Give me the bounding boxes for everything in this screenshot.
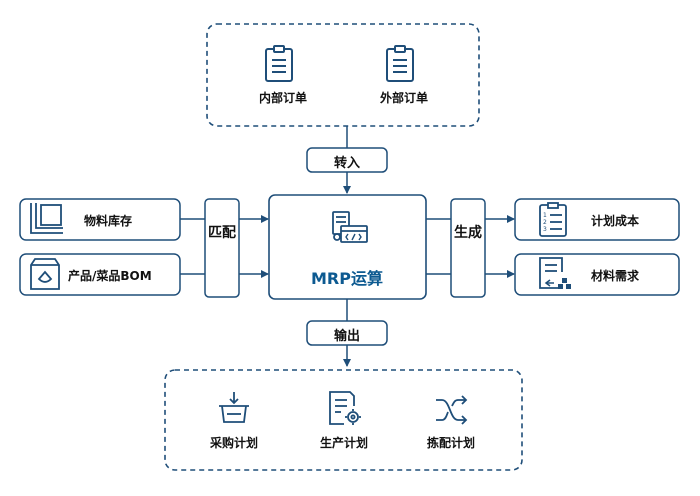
basket-icon: [219, 392, 249, 423]
document-gear-icon: [329, 391, 361, 425]
svg-text:3: 3: [543, 226, 547, 233]
material-demand-label: 材料需求: [591, 269, 640, 283]
inventory-label: 物料库存: [84, 214, 133, 228]
svg-text:1: 1: [543, 212, 547, 219]
bom-label: 产品/菜品BOM: [68, 269, 152, 283]
clipboard-icon: [386, 45, 414, 82]
purchase-plan-label: 采购计划: [209, 436, 259, 450]
match-label: 匹配: [208, 225, 236, 241]
warehouse-icon: [30, 203, 63, 234]
mrp-core-label: MRP运算: [311, 269, 383, 288]
package-icon: [30, 258, 60, 290]
picking-plan-label: 拣配计划: [426, 436, 476, 450]
clipboard-icon: [265, 45, 293, 82]
svg-text:2: 2: [543, 219, 547, 226]
transfer-in-label: 转入: [333, 156, 361, 171]
external-order-label: 外部订单: [379, 91, 429, 105]
order-group-box: [206, 23, 480, 127]
calculator-code-icon: [332, 211, 368, 243]
generate-box: [450, 198, 486, 298]
transfer-in-box: [306, 147, 388, 173]
output-label: 输出: [333, 329, 361, 344]
production-plan-label: 生产计划: [319, 436, 369, 450]
numbered-list-icon: 1 2 3: [539, 202, 567, 237]
generate-label: 生成: [454, 225, 482, 241]
match-box: [204, 198, 240, 298]
shuffle-icon: [436, 395, 468, 425]
plan-group-box: [164, 369, 523, 471]
plan-cost-label: 计划成本: [591, 214, 640, 228]
internal-order-label: 内部订单: [258, 91, 308, 105]
document-blocks-icon: [539, 257, 571, 289]
